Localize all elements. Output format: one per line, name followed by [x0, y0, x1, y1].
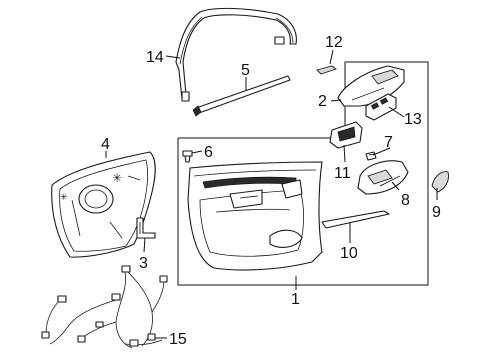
callout-11: 11 [334, 165, 351, 182]
callout-9: 9 [432, 204, 441, 221]
part-11-door-handle [329, 121, 363, 149]
callout-12: 12 [325, 34, 343, 51]
part-10-trim-strip [321, 210, 390, 229]
callout-8: 8 [401, 192, 410, 209]
callout-2: 2 [318, 93, 327, 110]
part-15-wiring-harness [41, 265, 168, 349]
part-3-bracket [136, 217, 156, 239]
svg-text:✳: ✳ [60, 193, 68, 203]
part-4-water-deflector: ✳ ✳ [51, 151, 156, 258]
part-14-window-seal [175, 7, 297, 102]
callout-14: 14 [146, 49, 164, 66]
callout-4: 4 [101, 136, 110, 153]
callout-15: 15 [169, 331, 187, 348]
callout-13: 13 [404, 111, 422, 128]
part-8-switch-housing [357, 160, 409, 195]
part-7-clip [365, 151, 377, 161]
svg-text:✳: ✳ [112, 171, 122, 185]
callout-10: 10 [340, 245, 358, 262]
part-13-window-switch [365, 93, 397, 121]
part-9-bezel [431, 171, 449, 193]
part-1-door-trim-panel [187, 161, 323, 271]
callout-labels: 14 5 12 2 13 4 6 7 11 8 9 10 3 1 15 [101, 34, 441, 348]
callout-5: 5 [241, 62, 250, 79]
part-12-trim-cover [316, 65, 337, 75]
leader-lines [105, 49, 438, 339]
callout-1: 1 [291, 291, 300, 308]
callout-6: 6 [204, 144, 213, 161]
part-5-belt-molding [192, 75, 291, 117]
callout-7: 7 [384, 134, 393, 151]
part-6-clip [182, 150, 193, 163]
callout-3: 3 [139, 255, 148, 272]
